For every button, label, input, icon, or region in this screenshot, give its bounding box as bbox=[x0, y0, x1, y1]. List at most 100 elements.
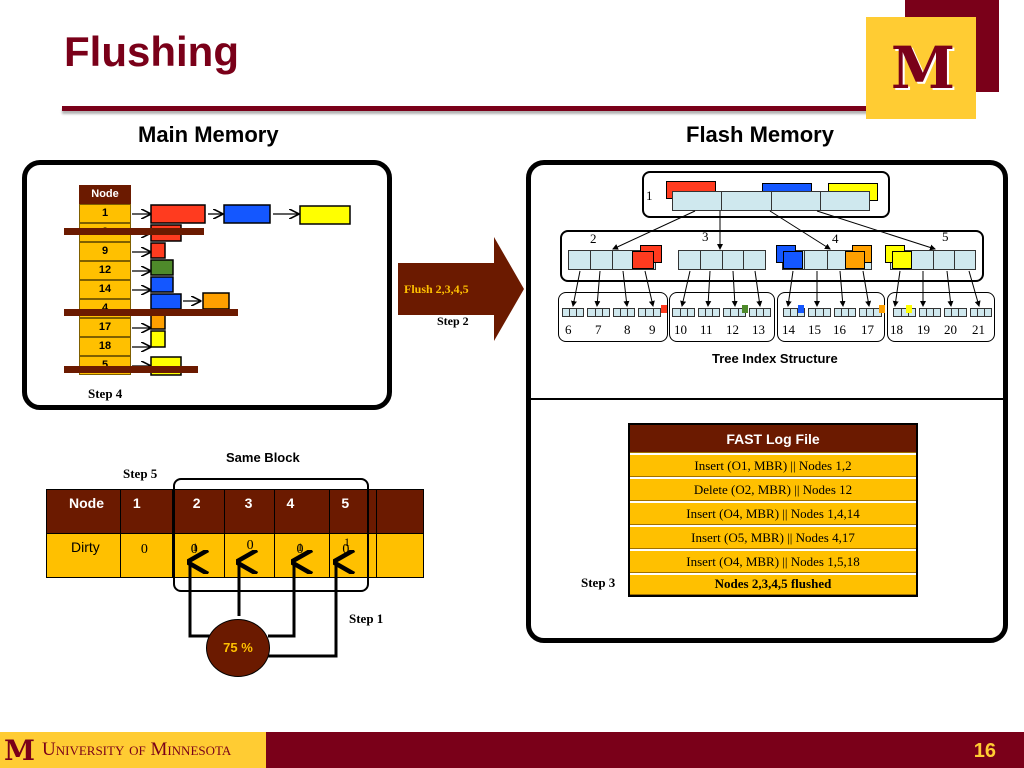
buffer-node: 18 bbox=[79, 337, 131, 356]
leaf-node bbox=[893, 308, 916, 317]
leaf-group bbox=[887, 292, 995, 342]
leaf-group bbox=[669, 292, 775, 342]
step-2-label: Step 2 bbox=[437, 314, 469, 328]
dirty-old-value: 1 bbox=[297, 540, 303, 554]
leaf-node bbox=[918, 308, 942, 317]
leaf-label: 9 bbox=[649, 322, 656, 337]
leaf-node bbox=[612, 308, 636, 317]
node-id-cell: 1 bbox=[119, 489, 173, 534]
leaf-label: 6 bbox=[565, 322, 572, 337]
buffer-node: 12 bbox=[79, 261, 131, 280]
leaf-node bbox=[562, 308, 585, 317]
university-wordmark: M University of Minnesota bbox=[0, 732, 266, 768]
leaf-node bbox=[808, 308, 831, 317]
gopher-logo: M bbox=[866, 17, 976, 119]
dirty-row-label: Dirty bbox=[46, 533, 121, 578]
leaf-node bbox=[833, 308, 857, 317]
leaf-label: 11 bbox=[700, 322, 713, 337]
node-id-cell: 4 bbox=[273, 489, 331, 534]
flushed-bar bbox=[64, 309, 238, 316]
same-block-box bbox=[173, 478, 369, 592]
dirty-cell: 0 bbox=[119, 533, 173, 578]
leaf-label: 19 bbox=[917, 322, 930, 337]
leaf-mod bbox=[906, 305, 912, 313]
leaf-label: 21 bbox=[972, 322, 985, 337]
leaf-mod bbox=[661, 305, 667, 313]
flash-divider bbox=[531, 398, 1003, 400]
step-1-label: Step 1 bbox=[349, 611, 384, 626]
dirty-old-value: 1 bbox=[192, 540, 198, 554]
leaf-label: 18 bbox=[890, 322, 903, 337]
footer-m-logo: M bbox=[4, 733, 35, 767]
flushed-bar bbox=[64, 366, 198, 373]
dirty-cell bbox=[376, 533, 424, 578]
leaf-node bbox=[697, 308, 721, 317]
main-memory-heading: Main Memory bbox=[138, 122, 279, 147]
tree-node-3 bbox=[678, 250, 766, 270]
log-entry: Insert (O1, MBR) || Nodes 1,2 bbox=[630, 453, 916, 477]
node-id-cell: 2 bbox=[171, 489, 225, 534]
leaf-group bbox=[777, 292, 885, 342]
leaf-node bbox=[672, 308, 695, 317]
tree-edges bbox=[571, 210, 981, 307]
node-column-header: Node bbox=[79, 185, 131, 204]
node-id-cell: 3 bbox=[223, 489, 275, 534]
page-number: 16 bbox=[973, 740, 996, 762]
level2-label: 5 bbox=[942, 229, 949, 244]
dirty-percent-badge: 75 % bbox=[206, 619, 270, 677]
log-entry: Insert (O5, MBR) || Nodes 4,17 bbox=[630, 525, 916, 549]
log-entry: Insert (O4, MBR) || Nodes 1,4,14 bbox=[630, 501, 916, 525]
node-buffer-column: Node 1 2 9 12 14 4 17 18 5 bbox=[79, 185, 131, 375]
leaf-mod bbox=[798, 305, 804, 313]
step-5-label: Step 5 bbox=[123, 466, 158, 481]
step-4-label: Step 4 bbox=[88, 386, 123, 401]
leaf-nodes-row bbox=[562, 308, 992, 317]
leaf-label: 15 bbox=[808, 322, 821, 337]
log-entry: Delete (O2, MBR) || Nodes 12 bbox=[630, 477, 916, 501]
leaf-label: 12 bbox=[726, 322, 739, 337]
node-mod bbox=[632, 251, 654, 269]
logo-letter: M bbox=[890, 34, 955, 102]
buffer-node: 14 bbox=[79, 280, 131, 299]
buffer-node: 1 bbox=[79, 204, 131, 223]
level2-box bbox=[560, 230, 984, 282]
modification-chains bbox=[132, 204, 351, 376]
dirty-cell: 0 bbox=[273, 533, 331, 578]
leaf-label: 13 bbox=[752, 322, 765, 337]
root-label: 1 bbox=[646, 188, 653, 203]
tree-caption: Tree Index Structure bbox=[712, 351, 838, 366]
flash-memory-heading: Flash Memory bbox=[686, 122, 834, 147]
buffer-node: 17 bbox=[79, 318, 131, 337]
log-header: FAST Log File bbox=[630, 425, 916, 453]
leaf-node bbox=[748, 308, 772, 317]
log-flushed-entry: Nodes 2,3,4,5 flushed bbox=[630, 573, 916, 595]
level2-label: 3 bbox=[702, 229, 709, 244]
level2-label: 4 bbox=[832, 231, 839, 246]
node-id-cell bbox=[376, 489, 424, 534]
log-file-table: FAST Log File Insert (O1, MBR) || Nodes … bbox=[628, 423, 918, 597]
university-name: University of Minnesota bbox=[42, 739, 232, 760]
slide-title: Flushing bbox=[64, 28, 239, 75]
dirty-old-value: 1 bbox=[344, 535, 350, 549]
leaf-label: 20 bbox=[944, 322, 957, 337]
step-3-label: Step 3 bbox=[581, 575, 616, 590]
title-underline bbox=[62, 106, 882, 111]
level2-label: 2 bbox=[590, 231, 597, 246]
leaf-label: 17 bbox=[861, 322, 874, 337]
flushed-bar bbox=[64, 228, 204, 235]
root-node-box bbox=[642, 171, 890, 218]
log-entry: Insert (O4, MBR) || Nodes 1,5,18 bbox=[630, 549, 916, 573]
leaf-node bbox=[944, 308, 967, 317]
leaf-label: 8 bbox=[624, 322, 631, 337]
leaf-node bbox=[587, 308, 610, 317]
leaf-node bbox=[969, 308, 992, 317]
flush-label: Flush 2,3,4,5 bbox=[404, 282, 469, 296]
leaf-label: 10 bbox=[674, 322, 687, 337]
node-mod bbox=[892, 251, 912, 269]
leaf-label: 16 bbox=[833, 322, 846, 337]
leaf-node bbox=[638, 308, 661, 317]
same-block-label: Same Block bbox=[226, 450, 300, 465]
buffer-node: 9 bbox=[79, 242, 131, 261]
leaf-group bbox=[558, 292, 668, 342]
node-mod bbox=[783, 251, 803, 269]
